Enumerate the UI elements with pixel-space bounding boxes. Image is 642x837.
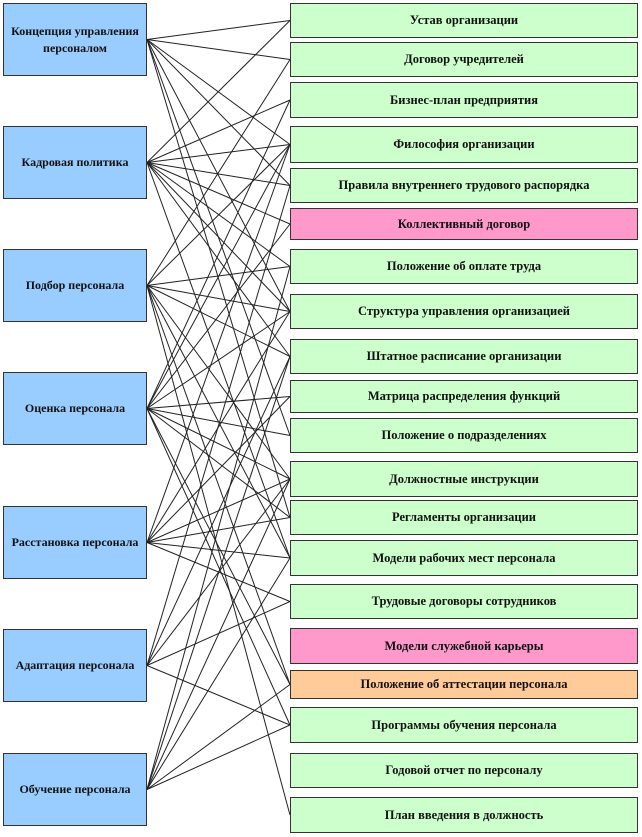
connector-line [146, 162, 291, 225]
connector-line [146, 39, 291, 312]
right-block-label: План введения в должность [384, 807, 544, 822]
right-block-pay-regulation: Положение об оплате труда [290, 249, 638, 284]
connector-line [146, 408, 291, 518]
connector-line [146, 684, 291, 790]
right-block-charter: Устав организации [290, 3, 638, 38]
connector-line [146, 285, 291, 312]
left-block-hr-policy: Кадровая политика [3, 126, 147, 199]
connector-line [146, 408, 291, 685]
right-block-label: Коллективный договор [397, 216, 531, 231]
connector-line [146, 144, 291, 409]
connector-line [146, 542, 291, 559]
right-block-employment-contracts: Трудовые договоры сотрудников [290, 584, 638, 619]
right-block-workplace-models: Модели рабочих мест персонала [290, 540, 638, 576]
connector-line [146, 285, 291, 480]
connector-line [146, 162, 291, 357]
connector-line [146, 356, 291, 666]
left-block-label: Адаптация персонала [15, 658, 135, 673]
connector-line [146, 724, 291, 790]
right-block-label: Философия организации [393, 137, 535, 152]
connector-line [146, 144, 291, 543]
right-block-label: Правила внутреннего трудового распорядка [338, 178, 590, 193]
connector-line [146, 356, 291, 790]
right-block-function-matrix: Матрица распределения функций [290, 380, 638, 413]
connector-line [146, 162, 291, 186]
right-block-business-plan: Бизнес-план предприятия [290, 82, 638, 118]
right-block-label: Модели рабочих мест персонала [372, 550, 556, 565]
left-block-label: Концепция управления персоналом [11, 24, 139, 55]
right-block-division-regulations: Положение о подразделениях [290, 418, 638, 453]
left-block-label: Кадровая политика [21, 155, 129, 170]
connector-line [146, 408, 291, 436]
left-block-label: Обучение персонала [19, 782, 131, 797]
right-block-label: Программы обучения персонала [371, 717, 557, 732]
right-block-label: Положение о подразделениях [381, 428, 547, 443]
connector-line [146, 517, 291, 543]
right-block-label: Положение об оплате труда [386, 259, 542, 274]
connector-line [146, 59, 291, 286]
left-block-concept: Концепция управления персоналом [3, 3, 147, 76]
connector-line [146, 39, 291, 60]
right-block-label: Должностные инструкции [389, 471, 539, 486]
right-block-regulations: Регламенты организации [290, 500, 638, 535]
connector-line [146, 144, 291, 286]
left-block-training: Обучение персонала [3, 753, 147, 826]
connector-line [146, 99, 291, 409]
right-block-label: Годовой отчет по персоналу [385, 763, 543, 778]
connector-line [146, 311, 291, 409]
right-block-label: Договор учредителей [404, 52, 524, 67]
left-block-assessment: Оценка персонала [3, 372, 147, 445]
right-block-label: Трудовые договоры сотрудников [371, 594, 557, 609]
connector-line [146, 396, 291, 543]
left-block-placement: Расстановка персонала [3, 506, 147, 579]
connector-line [146, 223, 291, 409]
right-block-career-models: Модели служебной карьеры [290, 628, 638, 664]
right-block-philosophy: Философия организации [290, 126, 638, 163]
connector-line [146, 557, 291, 790]
connector-line [146, 665, 291, 726]
connector-line [146, 99, 291, 163]
right-block-annual-report: Годовой отчет по персоналу [290, 753, 638, 788]
left-block-adaptation: Адаптация персонала [3, 629, 147, 702]
right-block-label: Регламенты организации [391, 510, 537, 525]
connector-line [146, 408, 291, 480]
connector-line [146, 39, 291, 518]
left-block-label: Расстановка персонала [11, 535, 139, 550]
right-block-onboarding-plan: План введения в должность [290, 797, 638, 833]
right-block-label: Положение об аттестации персонала [360, 677, 568, 692]
right-block-label: Модели служебной карьеры [384, 638, 544, 653]
connector-line [146, 266, 291, 790]
right-block-staffing-table: Штатное расписание организации [290, 339, 638, 374]
right-block-label: Матрица распределения функций [367, 389, 561, 404]
right-block-attestation-regulation: Положение об аттестации персонала [290, 670, 638, 699]
connector-line [146, 396, 291, 409]
connector-line [146, 162, 291, 312]
right-block-label: Устав организации [409, 13, 519, 28]
right-block-founders-agreement: Договор учредителей [290, 42, 638, 77]
connector-line [146, 20, 291, 163]
connector-line [146, 285, 291, 357]
connector-line [146, 39, 291, 186]
left-block-recruitment: Подбор персонала [3, 249, 147, 322]
right-block-job-descriptions: Должностные инструкции [290, 461, 638, 497]
connector-line [146, 144, 291, 163]
connector-line [146, 408, 291, 726]
right-block-label: Штатное расписание организации [366, 349, 562, 364]
right-block-internal-rules: Правила внутреннего трудового распорядка [290, 168, 638, 203]
right-block-label: Структура управления организацией [358, 304, 570, 319]
right-block-management-structure: Структура управления организацией [290, 294, 638, 329]
right-block-collective-agreement: Коллективный договор [290, 208, 638, 240]
left-block-label: Оценка персонала [24, 401, 126, 416]
connector-line [146, 185, 291, 666]
left-block-label: Подбор персонала [25, 278, 125, 293]
connector-line [146, 285, 291, 685]
connector-line [146, 20, 291, 40]
right-block-training-programs: Программы обучения персонала [290, 707, 638, 743]
connector-line [146, 478, 291, 790]
right-block-label: Бизнес-план предприятия [390, 92, 538, 107]
